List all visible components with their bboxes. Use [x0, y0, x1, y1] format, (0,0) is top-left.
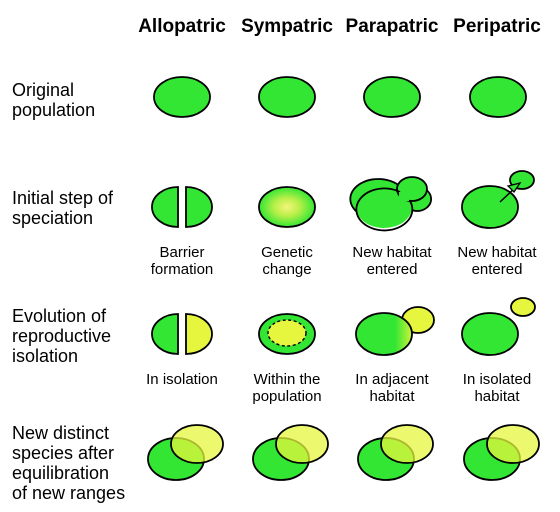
overlap-sympatric — [252, 424, 329, 481]
column-header-sympatric: Sympatric — [241, 16, 333, 37]
caption-adjacent-habitat: In adjacent habitat — [337, 371, 447, 405]
overlap-peripatric — [463, 424, 540, 481]
species-range-yellow — [486, 424, 540, 464]
row-label-line: Evolution of — [12, 306, 107, 326]
row-label-line: equilibration — [12, 463, 110, 483]
split-half-left — [151, 313, 179, 355]
caption-line: New habitat — [457, 244, 537, 261]
overlap-parapatric — [357, 424, 434, 481]
overlap-allopatric — [147, 424, 224, 481]
caption-line: In isolated — [462, 371, 532, 388]
species-range-yellow — [275, 424, 329, 464]
split-half-left — [151, 186, 179, 228]
split-half-right — [185, 313, 213, 355]
population-ellipse — [461, 312, 519, 356]
subpopulation-ellipse — [267, 319, 307, 347]
caption-isolated-habitat: In isolated habitat — [442, 371, 552, 405]
column-header-parapatric: Parapatric — [345, 16, 439, 37]
caption-line: Genetic — [261, 244, 313, 261]
column-header-peripatric: Peripatric — [453, 16, 541, 37]
caption-line: Barrier — [159, 244, 205, 261]
caption-line: New habitat — [352, 244, 432, 261]
caption-line: change — [262, 261, 312, 278]
population-ellipse — [363, 76, 421, 118]
caption-line: formation — [150, 261, 214, 278]
species-range-yellow — [170, 424, 224, 464]
caption-in-isolation: In isolation — [127, 371, 237, 388]
row-label-line: speciation — [12, 208, 94, 228]
caption-within-population: Within the population — [232, 371, 342, 405]
caption-line: In adjacent — [355, 371, 429, 388]
caption-new-habitat-peripatric: New habitat entered — [442, 244, 552, 278]
dispersal-arrow-icon — [506, 181, 522, 194]
caption-line: Within the — [253, 371, 321, 388]
row-label-line: isolation — [12, 346, 79, 366]
row-label-line: reproductive — [12, 326, 112, 346]
row-label-line: species after — [12, 443, 115, 463]
caption-line: population — [252, 388, 322, 405]
row-label-line: Initial step of — [12, 188, 114, 208]
caption-line: In isolation — [146, 371, 218, 388]
population-ellipse — [355, 312, 413, 356]
population-ellipse — [153, 76, 211, 118]
caption-line: entered — [471, 261, 523, 278]
species-range-yellow — [380, 424, 434, 464]
row-label-line: New distinct — [12, 423, 110, 443]
row-label-reproductive-isolation: Evolution of reproductive isolation — [12, 306, 111, 366]
column-header-allopatric: Allopatric — [138, 16, 226, 37]
caption-line: habitat — [474, 388, 520, 405]
caption-genetic-change: Genetic change — [232, 244, 342, 278]
population-ellipse — [258, 76, 316, 118]
row-label-new-distinct-species: New distinct species after equilibration… — [12, 423, 125, 503]
genetic-change-ellipse — [258, 186, 316, 228]
row-label-original-population: Original population — [12, 80, 95, 120]
caption-barrier-formation: Barrier formation — [127, 244, 237, 278]
row-label-initial-step: Initial step of speciation — [12, 188, 113, 228]
caption-new-habitat-parapatric: New habitat entered — [337, 244, 447, 278]
junction-mask — [399, 192, 409, 201]
split-half-right — [185, 186, 213, 228]
row-label-line: Original — [12, 80, 75, 100]
row-label-line: of new ranges — [12, 483, 126, 503]
population-ellipse — [356, 186, 412, 228]
population-outline — [355, 187, 414, 232]
isolated-habitat-ellipse — [510, 297, 536, 317]
row-label-line: population — [12, 100, 96, 120]
population-ellipse — [469, 76, 527, 118]
population-ellipse — [461, 185, 519, 229]
caption-line: habitat — [369, 388, 415, 405]
caption-line: entered — [366, 261, 418, 278]
